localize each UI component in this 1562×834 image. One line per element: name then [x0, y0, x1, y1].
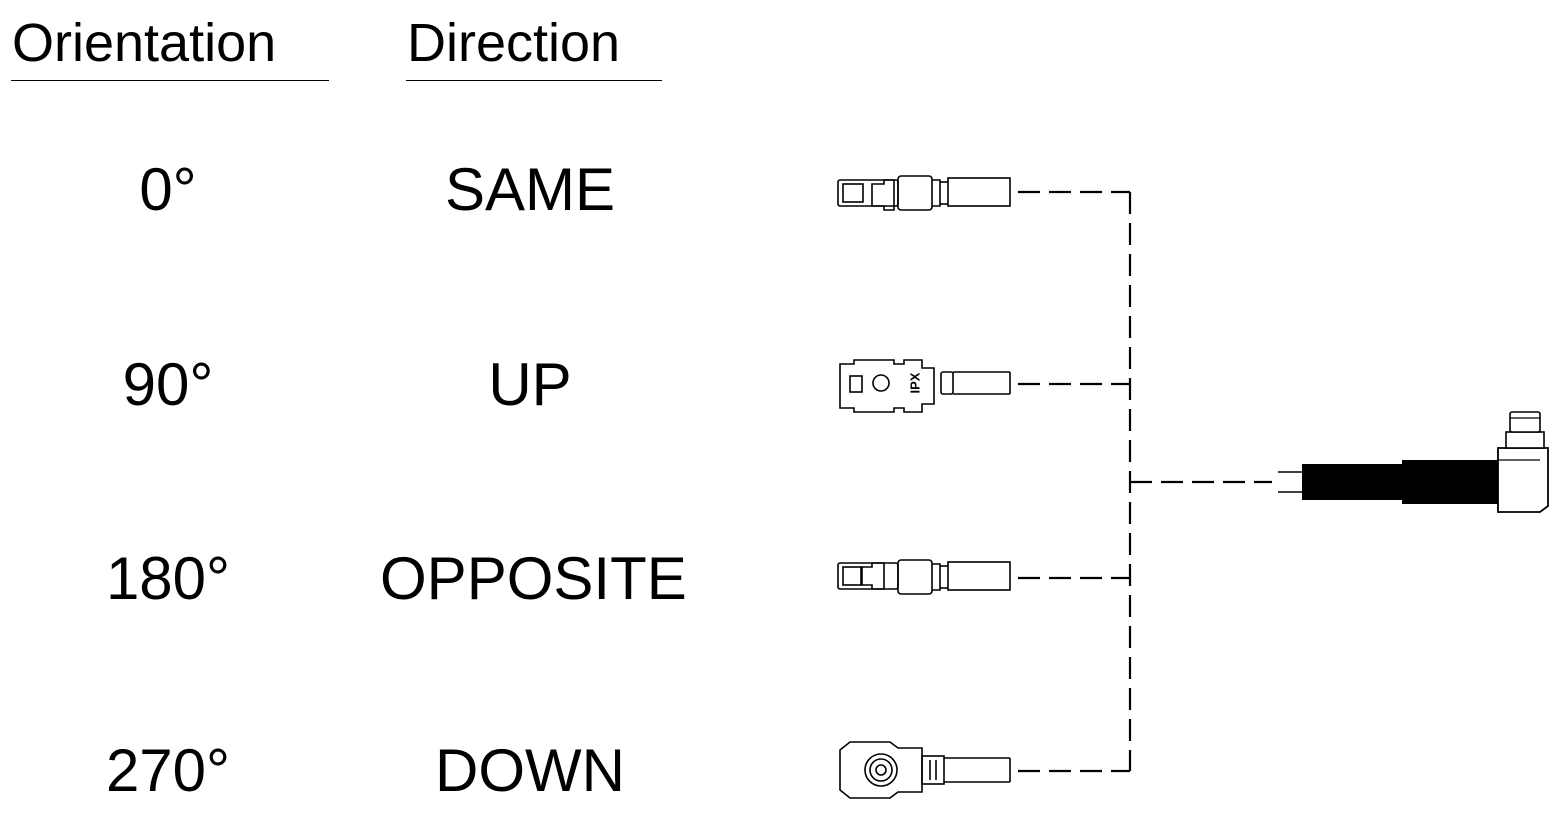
direction-value-same: SAME — [444, 156, 616, 223]
dashed-cable-lines — [1018, 190, 1272, 773]
orientation-value-90: 90° — [122, 351, 214, 418]
orientation-value-0: 0° — [139, 156, 197, 223]
connector-marking-text: IPX — [907, 372, 922, 393]
orientation-value-270: 270° — [105, 737, 231, 804]
orientation-value-180: 180° — [105, 545, 231, 612]
connector-opposite-icon — [837, 559, 1011, 595]
direction-value-down: DOWN — [435, 737, 625, 804]
orientation-header-underline — [11, 80, 329, 81]
connector-down-icon — [839, 741, 1011, 799]
connector-up-icon — [839, 359, 1011, 413]
direction-value-up: UP — [488, 351, 572, 418]
direction-header: Direction — [407, 13, 621, 73]
direction-value-opposite: OPPOSITE — [380, 545, 687, 612]
cable-assembly-icon — [1278, 411, 1549, 513]
direction-header-underline — [406, 80, 662, 81]
orientation-header: Orientation — [12, 13, 277, 73]
connector-same-icon — [837, 175, 1011, 211]
